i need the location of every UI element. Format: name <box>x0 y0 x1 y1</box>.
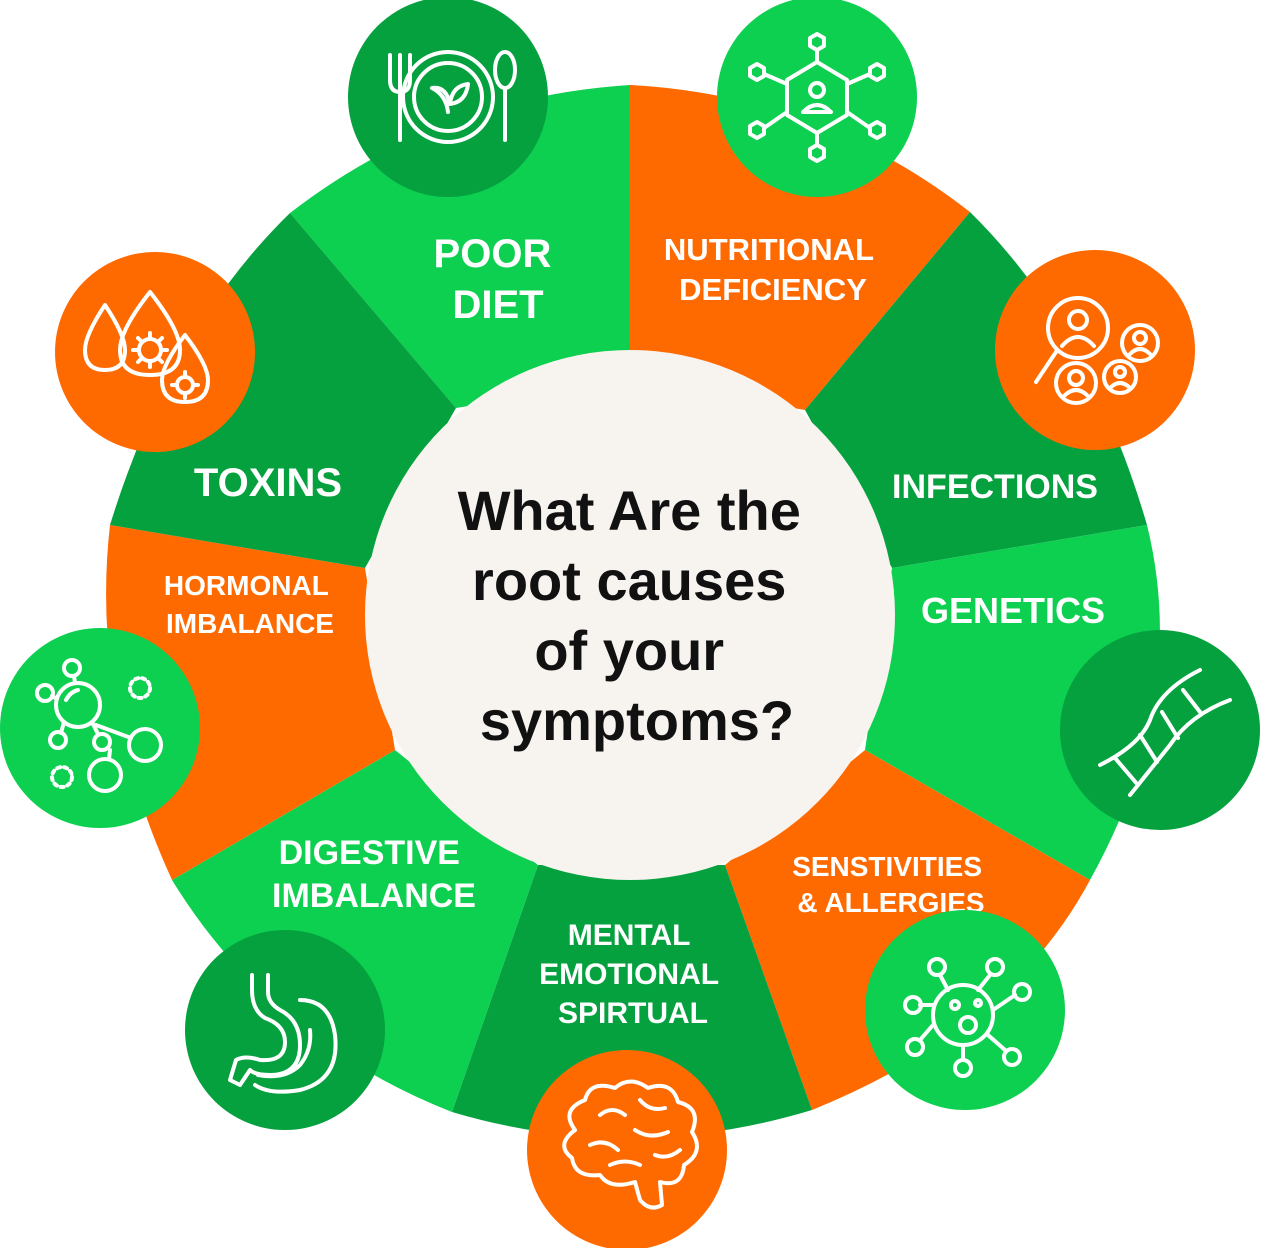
center-title: What Are the root causes of your symptom… <box>458 479 817 752</box>
brain-icon <box>527 1050 727 1248</box>
center-circle <box>365 350 895 880</box>
label-toxins: TOXINS <box>194 461 342 505</box>
toxin-drops-icon <box>55 252 255 452</box>
label-mental-emotional-spirtual: MENTAL EMOTIONAL SPIRTUAL <box>539 919 727 1030</box>
stomach-icon <box>185 930 385 1130</box>
label-infections: INFECTIONS <box>892 468 1098 506</box>
label-poor-diet: POOR DIET <box>434 232 563 327</box>
segment-hormonal-imbalance <box>106 525 395 880</box>
label-sensitivities-allergies: SENSTIVITIES & ALLERGIES <box>792 851 990 918</box>
cell-receptor-icon <box>865 910 1065 1110</box>
segment-digestive-imbalance <box>172 750 538 1112</box>
label-hormonal-imbalance: HORMONAL IMBALANCE <box>164 570 336 639</box>
segment-mental-emotional <box>452 865 812 1139</box>
label-digestive-imbalance: DIGESTIVE IMBALANCE <box>272 834 476 915</box>
molecule-network-icon <box>717 0 917 197</box>
label-genetics: GENETICS <box>921 590 1105 631</box>
magnifier-people-icon <box>995 250 1195 450</box>
plate-cutlery-icon <box>348 0 548 197</box>
hormone-molecule-icon <box>0 628 200 828</box>
label-nutritional-deficiency: NUTRITIONAL DEFICIENCY <box>664 232 882 307</box>
segment-infections <box>805 212 1147 568</box>
dna-icon <box>1060 630 1260 830</box>
segment-toxins <box>110 213 456 568</box>
segment-poor-diet <box>290 85 630 408</box>
